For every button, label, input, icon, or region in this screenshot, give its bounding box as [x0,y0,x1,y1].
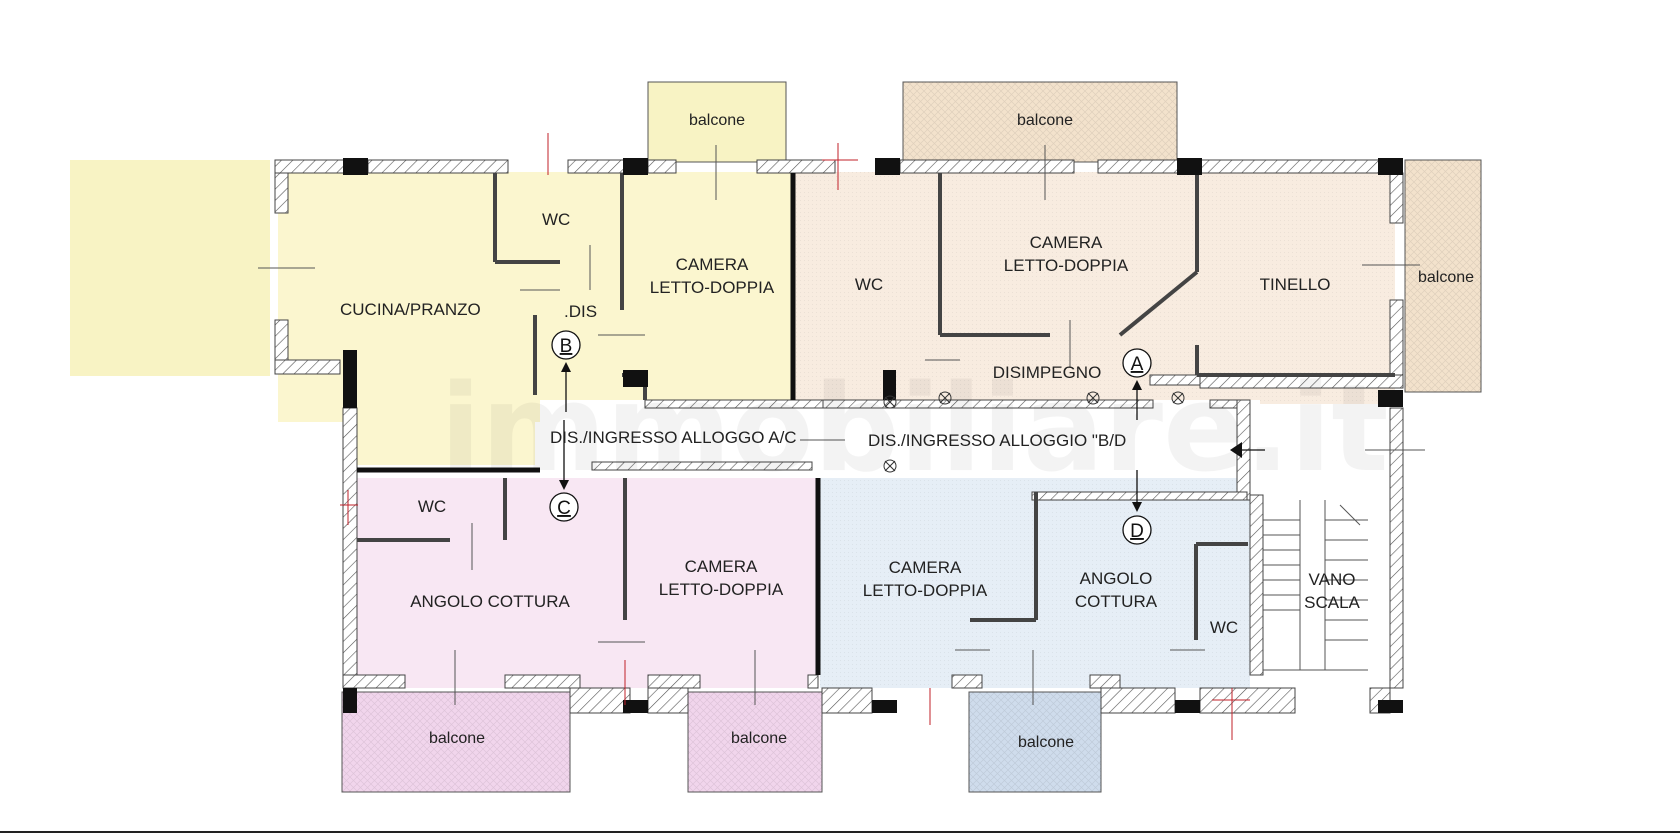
entrance-arrow [1230,442,1265,458]
room-camera-top-left-line2: LETTO-DOPPIA [650,278,775,297]
marker-b: B [551,330,581,412]
room-tinello: TINELLO [1260,275,1331,294]
room-angolo-cottura-right-line2: COTTURA [1075,592,1158,611]
watermark: immobiliare.it [440,360,1389,499]
balcony-labels: balcone balcone balcone balcone balcone … [429,112,1474,751]
svg-text:D: D [1130,521,1144,542]
pillars [343,158,1403,713]
room-camera-bottom-right-line1: CAMERA [889,558,962,577]
room-wc-bottom-right: WC [1210,618,1238,637]
marker-c: C [549,420,579,522]
room-camera-top-right-line2: LETTO-DOPPIA [1004,256,1129,275]
outer-walls [274,159,1404,714]
room-dis: .DIS [564,302,597,321]
room-cucina-pranzo: CUCINA/PRANZO [340,300,481,319]
stairs [1263,500,1368,671]
room-angolo-cottura-left: ANGOLO COTTURA [410,592,570,611]
room-camera-top-left-line1: CAMERA [676,255,749,274]
room-angolo-cottura-right-line1: ANGOLO [1080,569,1153,588]
room-fills [70,160,1395,688]
room-wc-top-left: WC [542,210,570,229]
room-wc-bottom-left: WC [418,497,446,516]
room-camera-bottom-left-line1: CAMERA [685,557,758,576]
room-disimpegno: DISIMPEGNO [993,363,1102,382]
balconies [341,81,1482,793]
balcony-label-top-right: balcone [1017,112,1073,129]
balcony-label-bottom-left: balcone [429,730,485,747]
svg-text:A: A [1131,354,1144,375]
room-ingresso-ac: DIS./INGRESSO ALLOGGO A/C [550,428,797,447]
room-ingresso-bd: DIS./INGRESSO ALLOGGIO "B/D [868,431,1126,450]
bold-partitions [357,173,821,675]
room-labels: CUCINA/PRANZO WC .DIS CAMERA LETTO-DOPPI… [340,210,1361,637]
svg-text:C: C [557,498,571,519]
balcony-top-left [647,81,787,163]
room-wc-top-mid: WC [855,275,883,294]
balcony-label-bottom-mid: balcone [731,730,787,747]
bottom-rule [0,831,1680,833]
room-vano-scala-line2: SCALA [1304,593,1360,612]
shaft-symbols [883,391,1185,473]
room-camera-top-right-line1: CAMERA [1030,233,1103,252]
balcony-label-bottom-right: balcone [1018,734,1074,751]
room-vano-scala-line1: VANO [1309,570,1356,589]
marker-d: D [1122,470,1152,545]
balcony-label-right: balcone [1418,269,1474,286]
svg-text:B: B [560,336,573,357]
door-lines [258,145,1425,705]
balcony-label-top-left: balcone [689,112,745,129]
room-camera-bottom-left-line2: LETTO-DOPPIA [659,580,784,599]
marker-a: A [1122,348,1152,420]
room-camera-bottom-right-line2: LETTO-DOPPIA [863,581,988,600]
terrace-left [70,160,270,376]
axis-crosshairs [340,133,1250,740]
section-markers: B C A D [549,330,1265,545]
